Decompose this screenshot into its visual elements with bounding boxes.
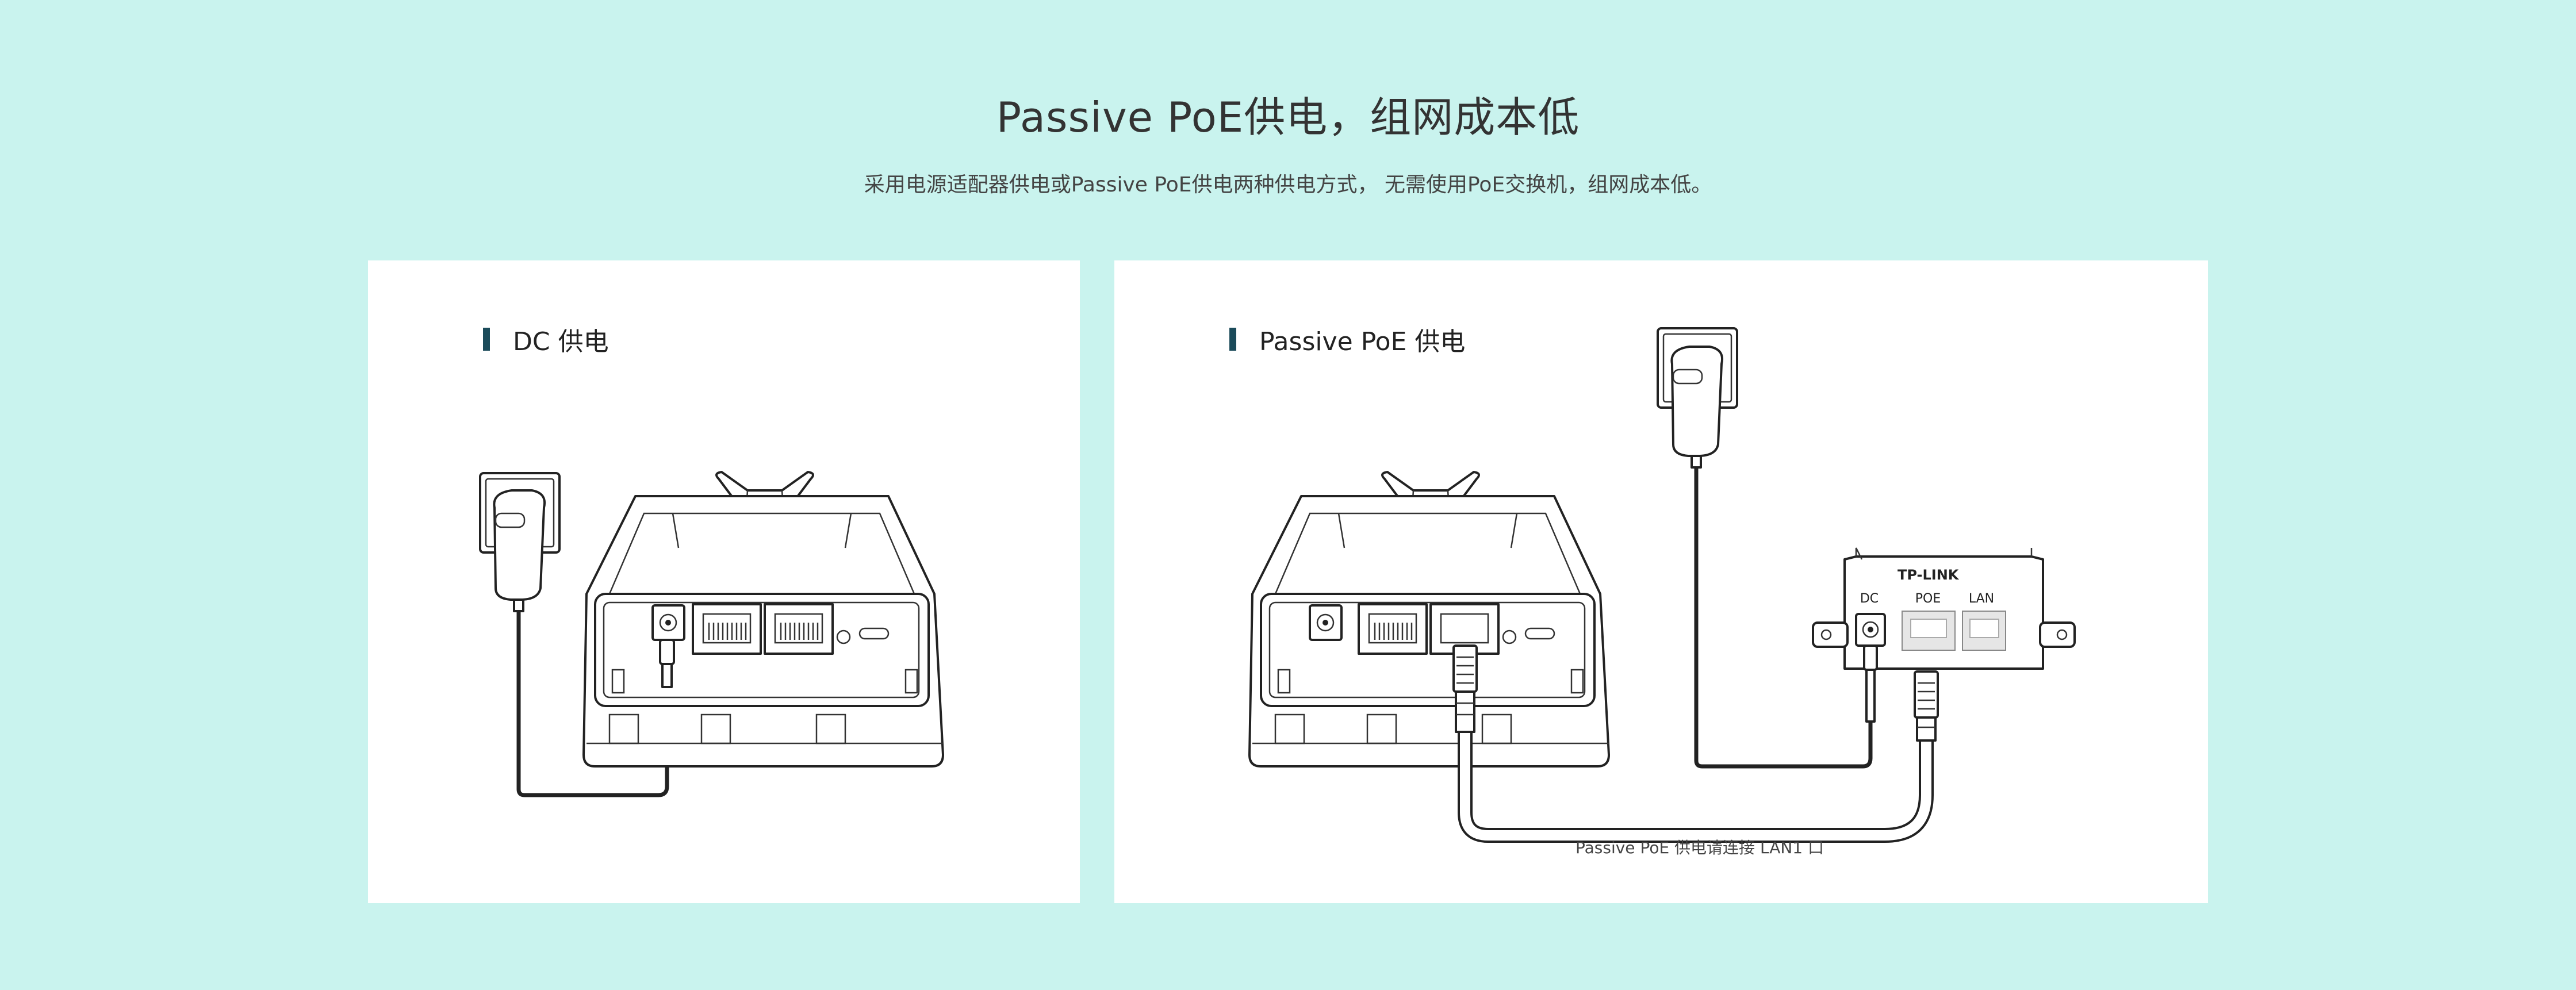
injector-brand-label: TP-LINK bbox=[1897, 567, 1960, 583]
panel-passive-poe: Passive PoE 供电 TP-LINK DC POE LAN bbox=[1114, 260, 2208, 903]
page-title: Passive PoE供电，组网成本低 bbox=[996, 93, 1580, 141]
page-subtitle: 采用电源适配器供电或Passive PoE供电两种供电方式， 无需使用PoE交换… bbox=[864, 173, 1712, 197]
lan-port-icon bbox=[764, 603, 834, 655]
heading-accent-bar bbox=[483, 328, 490, 351]
access-point-device-icon bbox=[1248, 471, 1610, 768]
rj45-plug-icon bbox=[1452, 644, 1478, 733]
lan-port-icon bbox=[1358, 603, 1428, 655]
access-point-device-icon bbox=[582, 471, 944, 768]
panel-dc-power: DC 供电 bbox=[368, 260, 1080, 903]
heading-accent-bar bbox=[1229, 328, 1236, 351]
ethernet-cable-icon bbox=[1458, 724, 1934, 843]
power-adapter-icon bbox=[493, 489, 546, 612]
injector-port-label-poe: POE bbox=[1915, 592, 1941, 606]
power-adapter-icon bbox=[1670, 346, 1723, 469]
panel-heading-dc: DC 供电 bbox=[483, 321, 609, 358]
panel-heading-text: Passive PoE 供电 bbox=[1259, 327, 1466, 356]
panel-heading-poe: Passive PoE 供电 bbox=[1229, 321, 1465, 358]
lan1-connection-note: Passive PoE 供电请连接 LAN1 口 bbox=[1575, 838, 1824, 857]
panel-heading-text: DC 供电 bbox=[513, 327, 609, 356]
poe-diagram: TP-LINK DC POE LAN bbox=[1248, 327, 2076, 843]
poe-injector-icon: TP-LINK DC POE LAN bbox=[1812, 547, 2076, 670]
dc-plug-icon bbox=[1863, 644, 1878, 723]
dc-diagram bbox=[479, 471, 944, 797]
lan-port-icon bbox=[692, 603, 762, 655]
injector-port-label-dc: DC bbox=[1860, 592, 1879, 606]
dc-cable-icon bbox=[516, 610, 669, 797]
dc-cable-icon bbox=[1694, 466, 1873, 769]
injector-port-label-lan: LAN bbox=[1969, 592, 1994, 606]
dc-plug-icon bbox=[659, 639, 675, 688]
rj45-plug-icon bbox=[1914, 670, 1939, 742]
